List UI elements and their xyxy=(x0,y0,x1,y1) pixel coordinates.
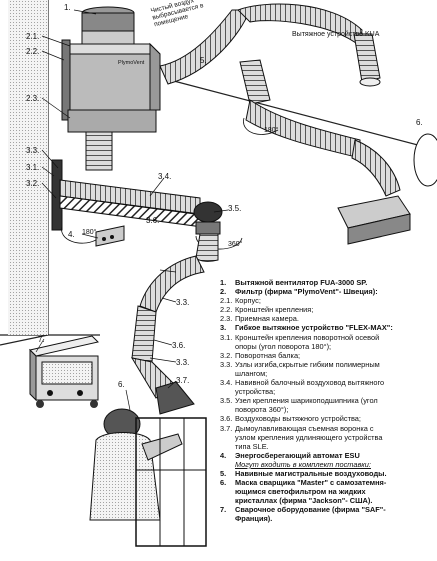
legend-row: 2.2.Кронштейн крепления; xyxy=(220,305,434,314)
callout-3-6-top: 3.6. xyxy=(146,216,160,225)
legend-text: Воздуховоды вытяжного устройства; xyxy=(235,414,361,424)
legend-text: Могут входить в комплект поставки: xyxy=(235,459,371,469)
leader-lines xyxy=(35,9,229,411)
legend-text: Дымоулавливающая съемная воронка с узлом… xyxy=(235,423,383,451)
legend-row: 6. Маска сварщика "Master" с самозатемня-… xyxy=(220,478,434,505)
legend-number: 2.1. xyxy=(220,296,233,306)
legend-text: Кронштейн крепления; xyxy=(235,305,314,315)
callout-3-2: 3.2. xyxy=(26,179,40,188)
callout-3-3-mid: 3.3. xyxy=(176,298,190,307)
legend-number: 2.3. xyxy=(220,314,233,324)
legend-text: Гибкое вытяжное устройство "FLEX-MAX": xyxy=(235,323,393,333)
legend-number: 3.1. xyxy=(220,332,233,342)
angle-180-right: 180° xyxy=(264,127,279,134)
legend-text: Вытяжной вентилятор FUA-3000 SP. xyxy=(235,278,368,287)
legend-number: 3.2. xyxy=(220,350,233,360)
legend-row: 7. Сварочное оборудование (фирма "SAF"- Ф… xyxy=(220,505,434,523)
welding-machine xyxy=(29,335,99,408)
legend-text: Поворотная балка; xyxy=(235,350,301,360)
legend-number: 1. xyxy=(220,278,227,287)
legend-number: 2. xyxy=(220,287,227,297)
callout-2-2: 2.2. xyxy=(26,47,40,56)
callout-4: 4. xyxy=(68,230,75,239)
legend-text: Фильтр (фирма "PlymoVent"- Швеция): xyxy=(235,287,378,297)
drop-duct xyxy=(85,131,113,171)
callout-3-1: 3.1. xyxy=(26,163,40,172)
legend-row: 3.1.Кронштейн крепления поворотной осево… xyxy=(220,333,434,351)
exhaust-fan-unit xyxy=(81,6,135,45)
angle-360: 360° xyxy=(228,241,243,248)
legend-text: Маска сварщика "Master" с самозатемня- ю… xyxy=(235,478,387,506)
legend-row: 3.5.Узел крепления шарикоподшипника (уго… xyxy=(220,396,434,414)
diagram-caption: Вытяжное устройство KUA xyxy=(292,31,380,38)
legend-row: 2. Фильтр (фирма "PlymoVent"- Швеция): xyxy=(220,287,434,296)
legend-number: 3.4. xyxy=(220,378,233,388)
callout-2-3: 2.3. xyxy=(26,94,40,103)
legend-row: 3.3.Узлы изгиба,скрытые гибким полимерны… xyxy=(220,360,434,378)
wall-panel xyxy=(8,0,48,335)
main-duct xyxy=(159,3,381,87)
callout-1: 1. xyxy=(64,3,71,12)
legend-number: 7. xyxy=(220,505,227,515)
callout-3-4: 3.4. xyxy=(158,172,172,181)
esu-controller xyxy=(95,225,125,247)
filter-housing: PlymoVent xyxy=(61,39,161,121)
lower-arm xyxy=(130,233,219,415)
callout-3-6-bottom: 3.6. xyxy=(172,341,186,350)
legend-text: Корпус; xyxy=(235,296,261,306)
legend-number xyxy=(220,460,235,469)
legend-row: 2.3.Приемная камера. xyxy=(220,314,434,323)
legend-row: 4. Энергосберегающий автомат ESU xyxy=(220,451,434,460)
legend-text: Сварочное оборудование (фирма "SAF"- Фра… xyxy=(235,505,386,524)
legend-text: Узлы изгиба,скрытые гибким полимерным шл… xyxy=(235,359,380,378)
bearing-node xyxy=(193,201,223,235)
legend-number: 6. xyxy=(220,478,227,488)
angle-180-left: 180° xyxy=(82,229,97,236)
welder-figure xyxy=(89,408,207,547)
legend-row: 3.6.Воздуховоды вытяжного устройства; xyxy=(220,414,434,423)
legend-number: 3. xyxy=(220,323,227,333)
legend-row: 1. Вытяжной вентилятор FUA-3000 SP. xyxy=(220,278,434,287)
legend-row: 5. Навивные магистральные воздуховоды. xyxy=(220,469,434,478)
legend-row: 3.2.Поворотная балка; xyxy=(220,351,434,360)
legend-text: Узел крепления шарикоподшипника (угол по… xyxy=(235,396,378,415)
callout-3-7: 3.7. xyxy=(176,376,190,385)
legend-number: 3.3. xyxy=(220,359,233,369)
callout-3-5: 3.5. xyxy=(228,204,242,213)
callout-6-top: 6. xyxy=(416,118,423,127)
legend-number: 4. xyxy=(220,450,227,460)
brand-on-unit: PlymoVent xyxy=(118,60,145,66)
legend-number: 3.7. xyxy=(220,423,233,433)
callout-3-3-top: 3.3. xyxy=(26,146,40,155)
legend-text: Кронштейн крепления поворотной осевой оп… xyxy=(235,332,380,351)
legend-text: Навивные магистральные воздуховоды. xyxy=(235,468,387,478)
callout-5: 5. xyxy=(200,56,207,65)
legend: 1. Вытяжной вентилятор FUA-3000 SP. 2. Филь… xyxy=(220,278,434,524)
legend-number: 5. xyxy=(220,468,227,478)
legend-text: Навивной балочный воздуховод вытяжного у… xyxy=(235,378,385,397)
legend-number: 2.2. xyxy=(220,305,233,315)
legend-row: 3.7.Дымоулавливающая съемная воронка с у… xyxy=(220,424,434,451)
legend-row: 3.4.Навивной балочный воздуховод вытяжно… xyxy=(220,378,434,396)
welding-table xyxy=(337,133,437,245)
callout-7: 7. xyxy=(38,335,45,344)
legend-row: 3. Гибкое вытяжное устройство "FLEX-MAX": xyxy=(220,323,434,332)
legend-row: 2.1.Корпус; xyxy=(220,296,434,305)
legend-text: Энергосберегающий автомат ESU xyxy=(235,450,360,460)
legend-number: 3.6. xyxy=(220,414,233,424)
callout-6-bottom: 6. xyxy=(118,380,125,389)
legend-text: Приемная камера. xyxy=(235,314,299,324)
legend-number: 3.5. xyxy=(220,396,233,406)
callout-2-1: 2.1. xyxy=(26,32,40,41)
right-arm xyxy=(239,59,401,197)
legend-row: Могут входить в комплект поставки: xyxy=(220,460,434,469)
callout-3-3-bottom: 3.3. xyxy=(176,358,190,367)
intake-chamber xyxy=(67,109,157,133)
